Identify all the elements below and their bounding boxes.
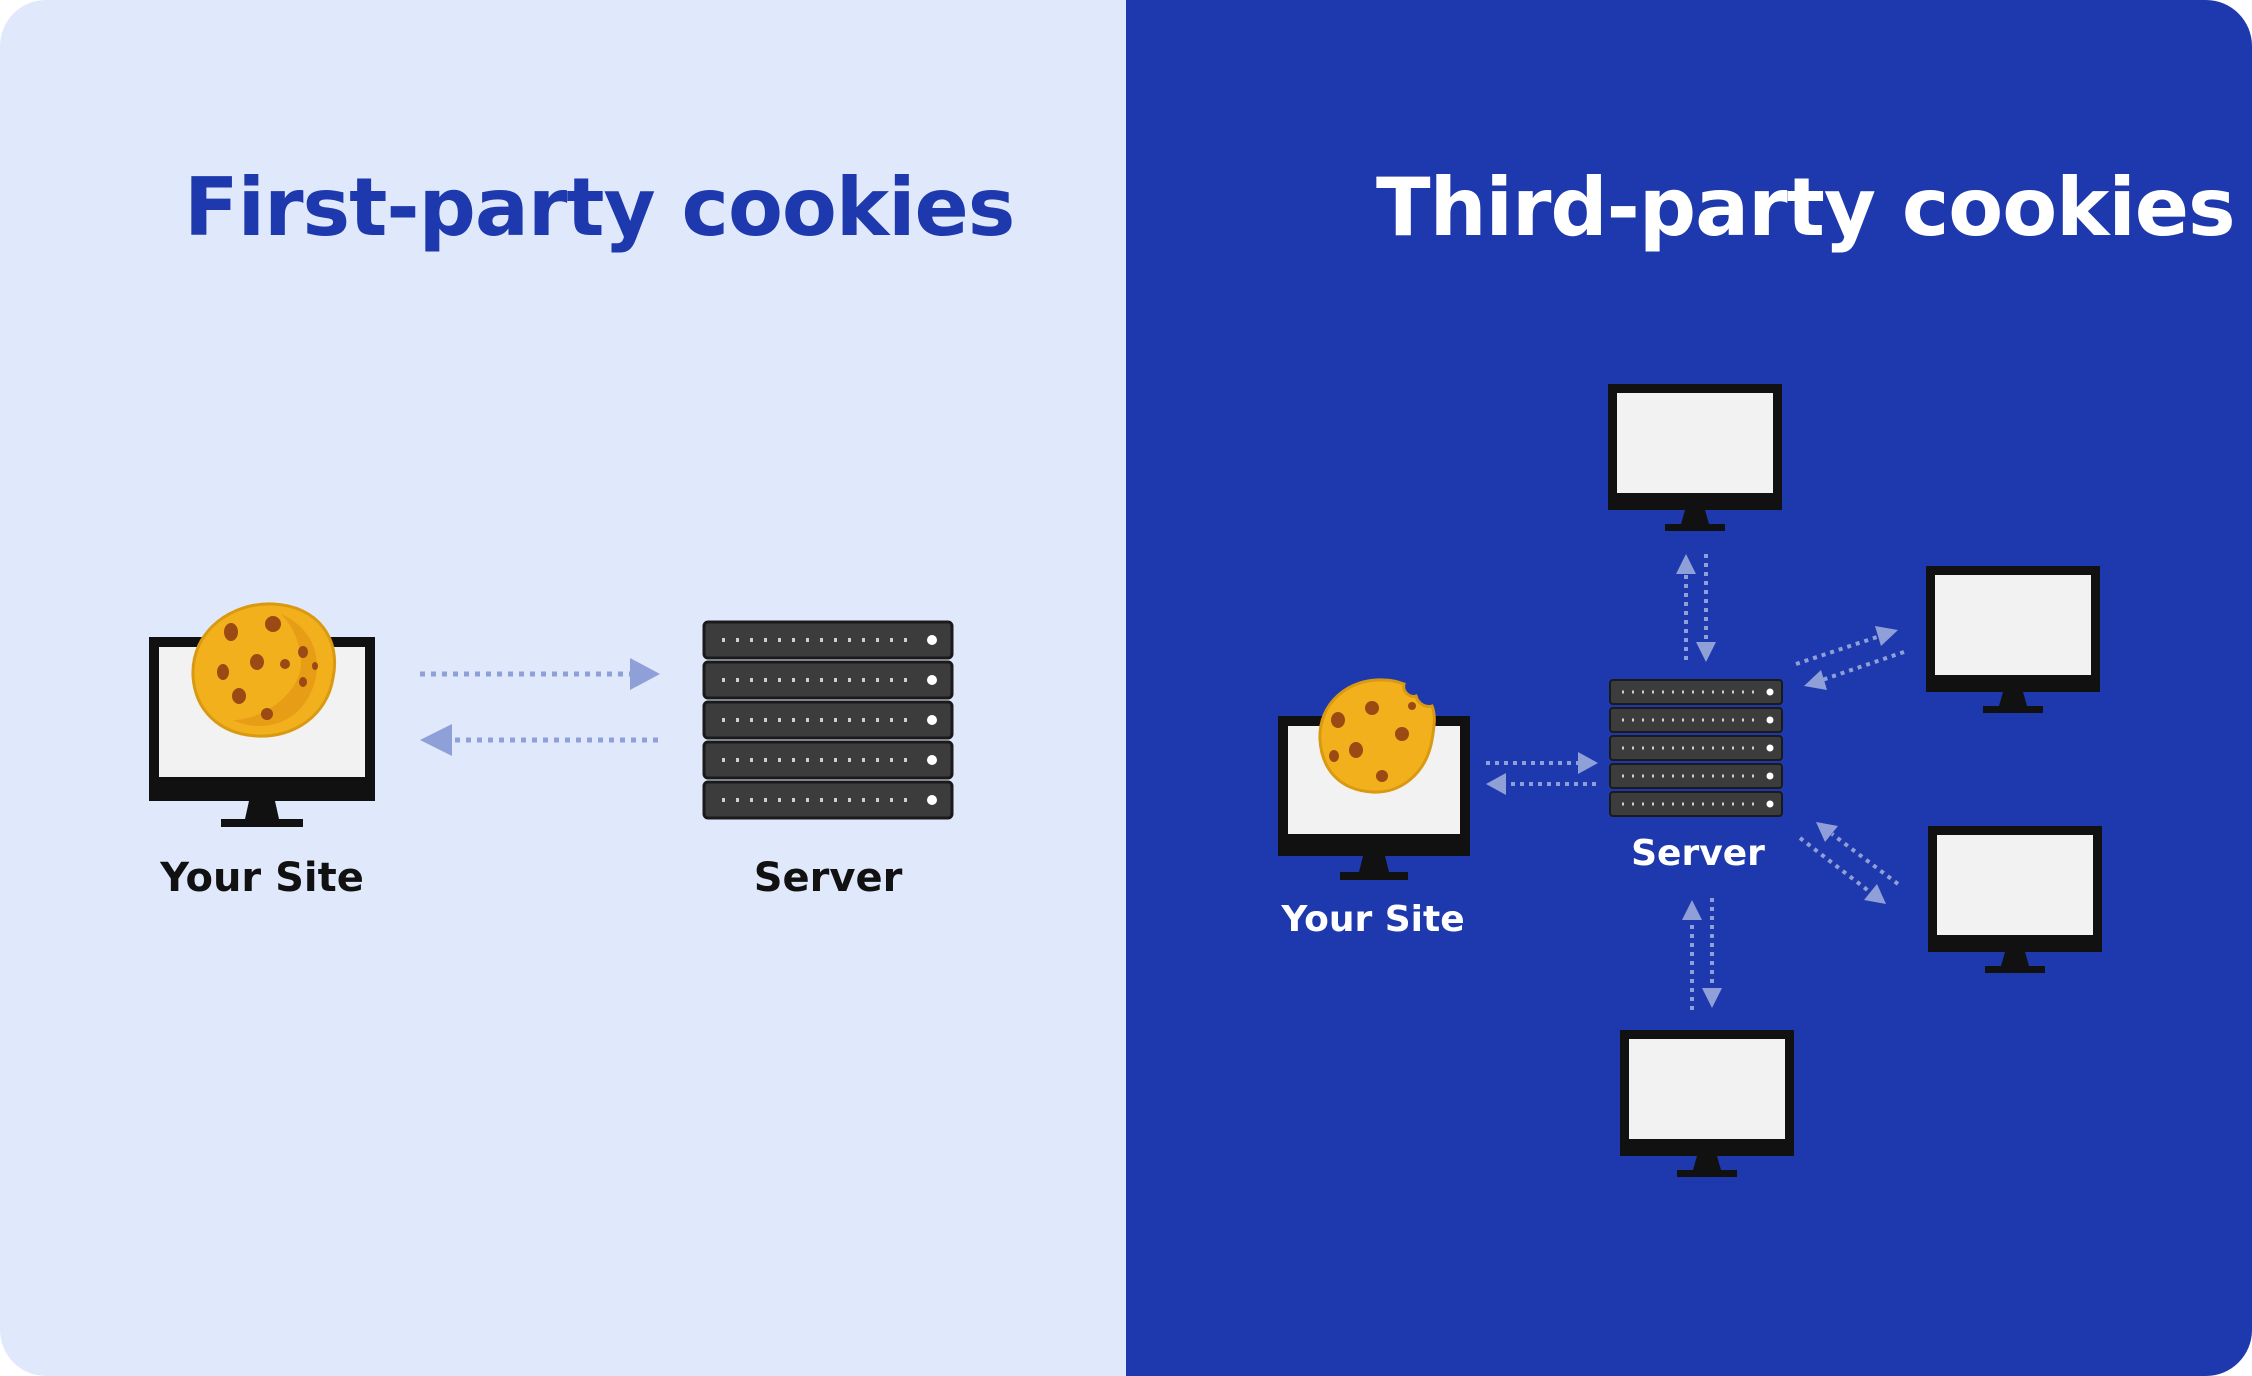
- cookie-icon: [191, 602, 337, 738]
- dotted-arrow-icon: [1816, 822, 1900, 886]
- server-label: Server: [753, 855, 903, 901]
- dotted-arrow-icon: [1676, 554, 1696, 660]
- dotted-arrow-icon: [1804, 650, 1905, 690]
- dotted-arrow-icon: [420, 658, 660, 690]
- dotted-arrow-icon: [1795, 626, 1898, 666]
- dotted-arrow-icon: [1486, 752, 1598, 774]
- remote-monitor-icon: [1608, 384, 1782, 531]
- server-label: Server: [1631, 833, 1765, 874]
- third-party-heading: Third-party cookies: [1376, 161, 2236, 254]
- your-site-label: Your Site: [1281, 899, 1465, 940]
- dotted-arrow-icon: [1798, 836, 1886, 904]
- dotted-arrow-icon: [420, 724, 658, 756]
- server-rack-icon: [702, 620, 954, 820]
- server-rack-icon: [1608, 678, 1784, 818]
- dotted-arrow-icon: [1486, 773, 1596, 795]
- first-party-heading: First-party cookies: [184, 161, 1015, 254]
- dotted-arrow-icon: [1696, 554, 1716, 662]
- your-site-label: Your Site: [160, 855, 364, 901]
- remote-monitor-icon: [1620, 1030, 1794, 1177]
- remote-monitor-icon: [1928, 826, 2102, 973]
- remote-monitor-icon: [1926, 566, 2100, 713]
- cookie-icon: [1318, 678, 1436, 794]
- dotted-arrow-icon: [1682, 900, 1702, 1010]
- dotted-arrow-icon: [1702, 898, 1722, 1008]
